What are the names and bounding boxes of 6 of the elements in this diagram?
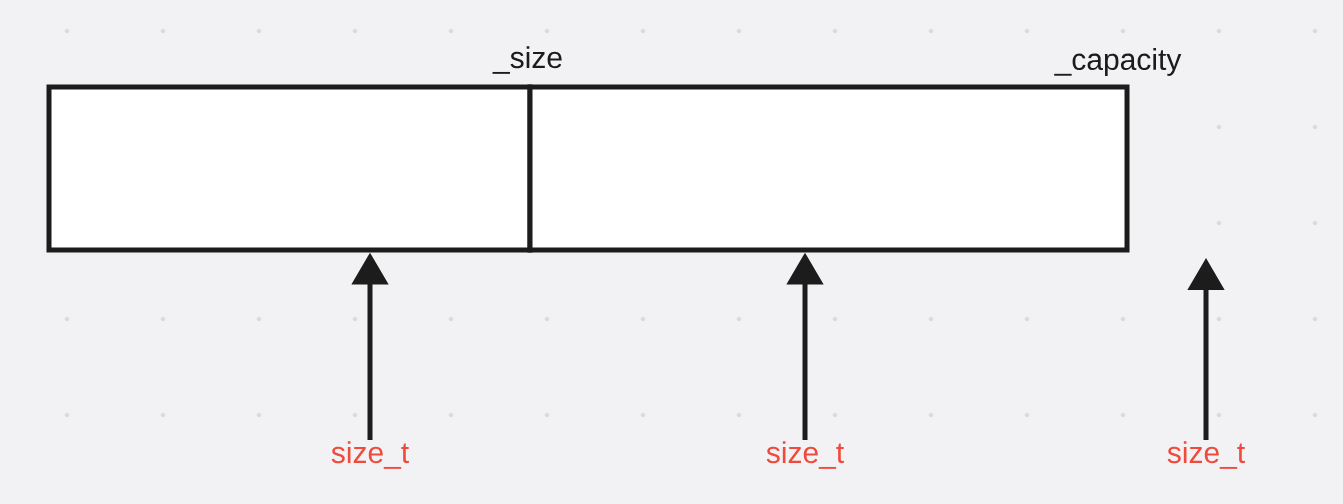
type-label: size_t — [766, 441, 844, 469]
type-label: size_t — [1167, 441, 1245, 469]
type-label: size_t — [331, 441, 409, 469]
memory-block — [527, 84, 1130, 253]
member-label: _capacity — [1054, 48, 1182, 76]
member-label: _size — [492, 46, 562, 74]
